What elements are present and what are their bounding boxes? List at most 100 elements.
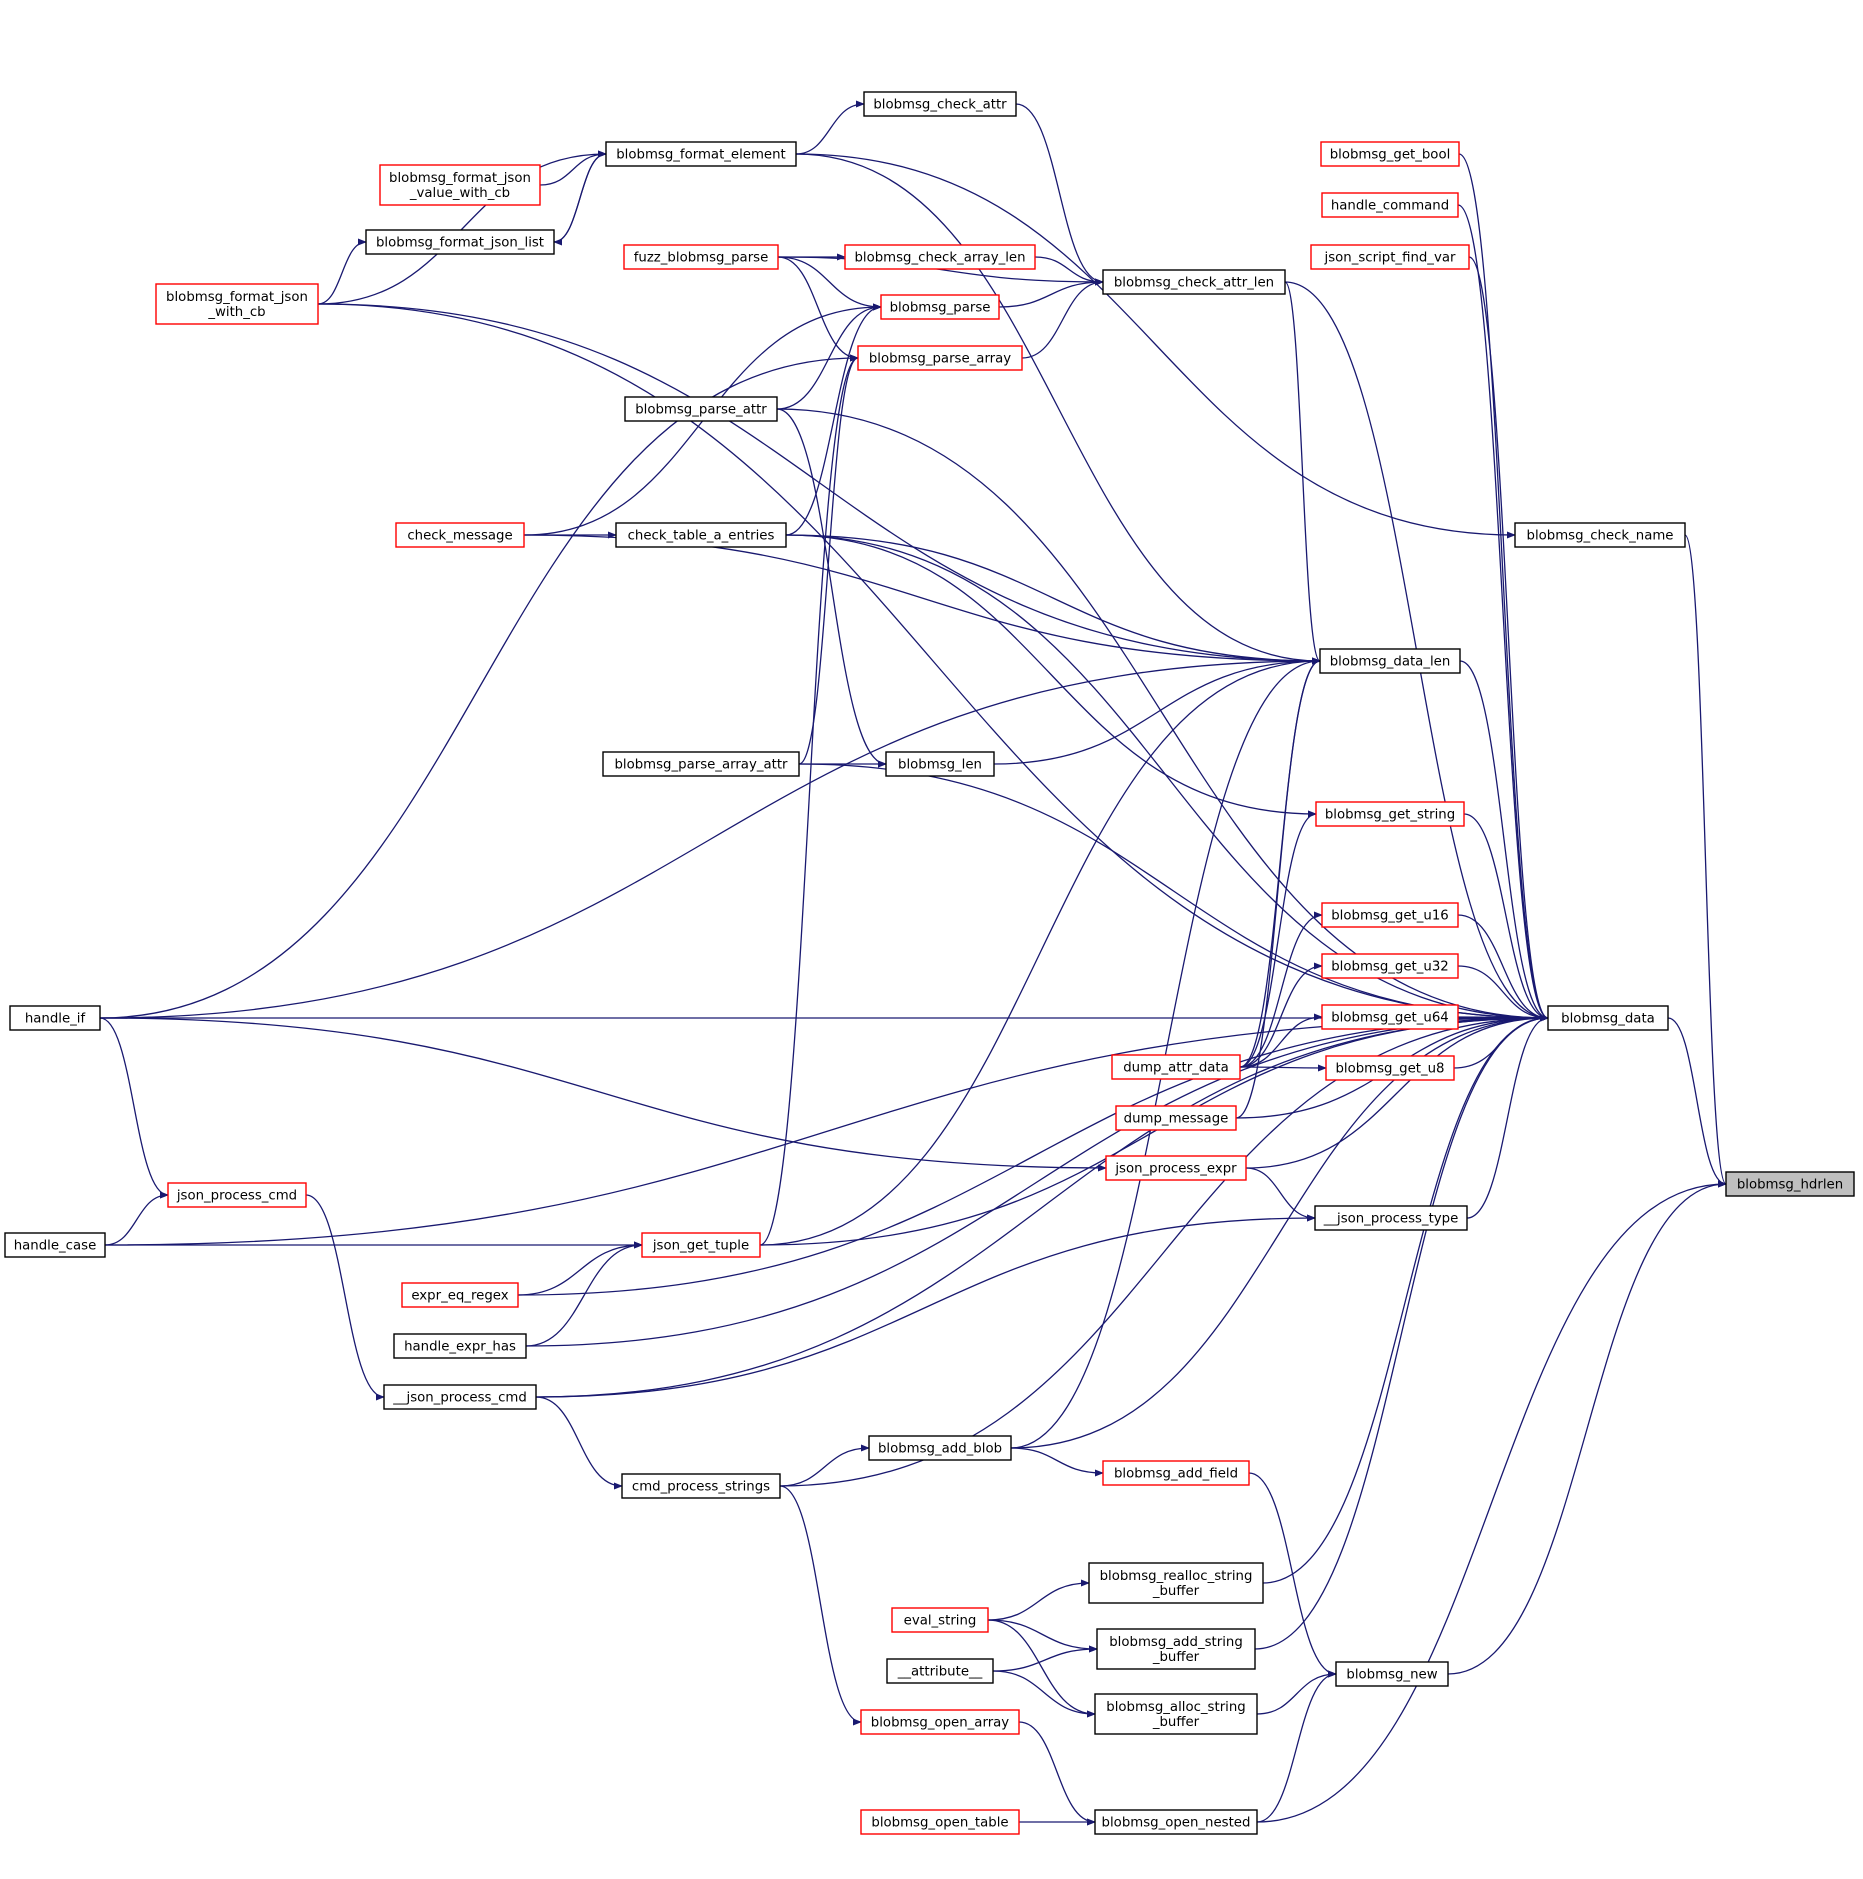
node-label: blobmsg_open_nested bbox=[1102, 1816, 1251, 1831]
node-box bbox=[167, 1182, 307, 1208]
node-blobmsg_parse_array[interactable]: blobmsg_parse_array bbox=[857, 345, 1023, 371]
node-blobmsg_parse[interactable]: blobmsg_parse bbox=[880, 294, 1000, 320]
node-box bbox=[379, 164, 541, 206]
node-label: blobmsg_get_u8 bbox=[1335, 1062, 1444, 1077]
node-blobmsg_add_field[interactable]: blobmsg_add_field bbox=[1102, 1460, 1250, 1486]
node-json_process_cmd[interactable]: json_process_cmd bbox=[167, 1182, 307, 1208]
node-blobmsg_add_blob[interactable]: blobmsg_add_blob bbox=[868, 1435, 1012, 1461]
node-blobmsg_format_json_list[interactable]: blobmsg_format_json_list bbox=[365, 229, 555, 255]
node-__json_process_cmd[interactable]: __json_process_cmd bbox=[383, 1384, 537, 1410]
edge-handle_if-to-blobmsg_parse_array bbox=[99, 354, 859, 1019]
edge-blobmsg_check_attr_len-to-blobmsg_data_len bbox=[1284, 281, 1321, 665]
edge-__json_process_cmd-to-cmd_process_strings bbox=[535, 1396, 623, 1490]
edge-blobmsg_parse_attr-to-blobmsg_len bbox=[776, 408, 887, 768]
edge-__attribute__-to-blobmsg_add_string_buffer bbox=[992, 1645, 1098, 1672]
node-blobmsg_get_u64[interactable]: blobmsg_get_u64 bbox=[1321, 1004, 1459, 1030]
node-label: json_process_cmd bbox=[176, 1189, 297, 1204]
node-blobmsg_open_array[interactable]: blobmsg_open_array bbox=[860, 1709, 1020, 1735]
node-blobmsg_get_u32[interactable]: blobmsg_get_u32 bbox=[1321, 953, 1459, 979]
node-box bbox=[1102, 269, 1286, 295]
node-box bbox=[623, 244, 779, 270]
edge-check_table_a_entries-to-blobmsg_data bbox=[785, 534, 1549, 1022]
node-label: cmd_process_strings bbox=[632, 1480, 770, 1495]
edge-blobmsg_data-to-blobmsg_hdrlen bbox=[1667, 1017, 1727, 1188]
node-blobmsg_parse_attr[interactable]: blobmsg_parse_attr bbox=[624, 396, 778, 422]
node-box bbox=[1102, 1460, 1250, 1486]
edge-blobmsg_alloc_string_buffer-to-blobmsg_new bbox=[1256, 1670, 1337, 1715]
node-dump_attr_data[interactable]: dump_attr_data bbox=[1111, 1054, 1241, 1080]
node-cmd_process_strings[interactable]: cmd_process_strings bbox=[621, 1473, 781, 1499]
edge-json_process_expr-to-blobmsg_data bbox=[1245, 1014, 1549, 1169]
node-blobmsg_open_table[interactable]: blobmsg_open_table bbox=[860, 1809, 1020, 1835]
node-label: __attribute__ bbox=[897, 1665, 983, 1680]
node-blobmsg_check_array_len[interactable]: blobmsg_check_array_len bbox=[844, 244, 1036, 270]
node-blobmsg_data_len[interactable]: blobmsg_data_len bbox=[1319, 648, 1461, 674]
node-box bbox=[365, 229, 555, 255]
node-blobmsg_get_u8[interactable]: blobmsg_get_u8 bbox=[1325, 1055, 1455, 1081]
node-blobmsg_add_string_buffer[interactable]: blobmsg_add_string_buffer bbox=[1096, 1628, 1256, 1670]
node-blobmsg_check_attr_len[interactable]: blobmsg_check_attr_len bbox=[1102, 269, 1286, 295]
node-blobmsg_new[interactable]: blobmsg_new bbox=[1335, 1661, 1449, 1687]
node-json_script_find_var[interactable]: json_script_find_var bbox=[1310, 244, 1470, 270]
node-blobmsg_hdrlen[interactable]: blobmsg_hdrlen bbox=[1725, 1171, 1855, 1197]
node-box bbox=[891, 1607, 989, 1633]
node-handle_command[interactable]: handle_command bbox=[1321, 192, 1459, 218]
node-fuzz_blobmsg_parse[interactable]: fuzz_blobmsg_parse bbox=[623, 244, 779, 270]
node-handle_case[interactable]: handle_case bbox=[4, 1232, 106, 1258]
node-layer: blobmsg_hdrlen blobmsg_data blobmsg_check_… bbox=[4, 91, 1855, 1835]
node-json_process_expr[interactable]: json_process_expr bbox=[1105, 1155, 1247, 1181]
node-blobmsg_format_json_value_with_cb[interactable]: blobmsg_format_json_value_with_cb bbox=[379, 164, 541, 206]
node-blobmsg_get_bool[interactable]: blobmsg_get_bool bbox=[1320, 141, 1460, 167]
node-label: check_table_a_entries bbox=[628, 529, 775, 544]
node-expr_eq_regex[interactable]: expr_eq_regex bbox=[401, 1282, 519, 1308]
node-box bbox=[1105, 1155, 1247, 1181]
node-label: blobmsg_new bbox=[1346, 1668, 1437, 1683]
edge-dump_attr_data-to-blobmsg_get_string bbox=[1239, 810, 1317, 1068]
node-blobmsg_check_name[interactable]: blobmsg_check_name bbox=[1514, 522, 1686, 548]
node-blobmsg_check_attr[interactable]: blobmsg_check_attr bbox=[863, 91, 1017, 117]
edge-blobmsg_len-to-blobmsg_data_len bbox=[993, 657, 1321, 765]
node-__attribute__[interactable]: __attribute__ bbox=[886, 1658, 994, 1684]
node-box bbox=[1115, 1105, 1237, 1131]
edge-expr_eq_regex-to-json_get_tuple bbox=[517, 1241, 643, 1296]
node-label: blobmsg_parse_array_attr bbox=[614, 758, 788, 773]
node-label: __json_process_cmd bbox=[392, 1391, 527, 1406]
node-blobmsg_alloc_string_buffer[interactable]: blobmsg_alloc_string_buffer bbox=[1094, 1693, 1258, 1735]
node-blobmsg_get_u16[interactable]: blobmsg_get_u16 bbox=[1321, 902, 1459, 928]
node-label: blobmsg_data_len bbox=[1330, 655, 1451, 670]
node-box bbox=[9, 1005, 101, 1031]
node-blobmsg_realloc_string_buffer[interactable]: blobmsg_realloc_string_buffer bbox=[1088, 1562, 1264, 1604]
node-blobmsg_format_json_with_cb[interactable]: blobmsg_format_json_with_cb bbox=[155, 283, 319, 325]
node-box bbox=[880, 294, 1000, 320]
node-box bbox=[1314, 1205, 1468, 1231]
node-label: blobmsg_add_blob bbox=[878, 1442, 1002, 1457]
node-label: blobmsg_get_bool bbox=[1330, 148, 1451, 163]
node-json_get_tuple[interactable]: json_get_tuple bbox=[641, 1232, 761, 1258]
node-box bbox=[868, 1435, 1012, 1461]
node-blobmsg_get_string[interactable]: blobmsg_get_string bbox=[1315, 801, 1465, 827]
node-__json_process_type[interactable]: __json_process_type bbox=[1314, 1205, 1468, 1231]
edge-blobmsg_get_bool-to-blobmsg_data bbox=[1458, 153, 1549, 1022]
node-check_message[interactable]: check_message bbox=[395, 522, 525, 548]
node-label: blobmsg_open_array bbox=[871, 1716, 1010, 1731]
node-dump_message[interactable]: dump_message bbox=[1115, 1105, 1237, 1131]
node-box bbox=[602, 751, 800, 777]
edge-blobmsg_format_element-to-blobmsg_data_len bbox=[795, 153, 1321, 665]
node-box bbox=[393, 1333, 527, 1359]
node-check_table_a_entries[interactable]: check_table_a_entries bbox=[615, 522, 787, 548]
node-label: blobmsg_len bbox=[898, 758, 982, 773]
node-blobmsg_format_element[interactable]: blobmsg_format_element bbox=[605, 141, 797, 167]
node-box bbox=[1725, 1171, 1855, 1197]
edge-blobmsg_get_u16-to-blobmsg_data bbox=[1457, 914, 1549, 1022]
node-blobmsg_parse_array_attr[interactable]: blobmsg_parse_array_attr bbox=[602, 751, 800, 777]
edge-dump_attr_data-to-blobmsg_get_u16 bbox=[1239, 911, 1323, 1068]
edge-json_get_tuple-to-blobmsg_parse_array bbox=[759, 354, 859, 1246]
edge-blobmsg_parse_array_attr-to-blobmsg_data bbox=[798, 763, 1549, 1022]
node-blobmsg_open_nested[interactable]: blobmsg_open_nested bbox=[1094, 1809, 1258, 1835]
node-handle_expr_has[interactable]: handle_expr_has bbox=[393, 1333, 527, 1359]
node-handle_if[interactable]: handle_if bbox=[9, 1005, 101, 1031]
node-eval_string[interactable]: eval_string bbox=[891, 1607, 989, 1633]
node-blobmsg_data[interactable]: blobmsg_data bbox=[1547, 1005, 1669, 1031]
edge-check_table_a_entries-to-blobmsg_data_len bbox=[785, 534, 1321, 665]
node-blobmsg_len[interactable]: blobmsg_len bbox=[885, 751, 995, 777]
